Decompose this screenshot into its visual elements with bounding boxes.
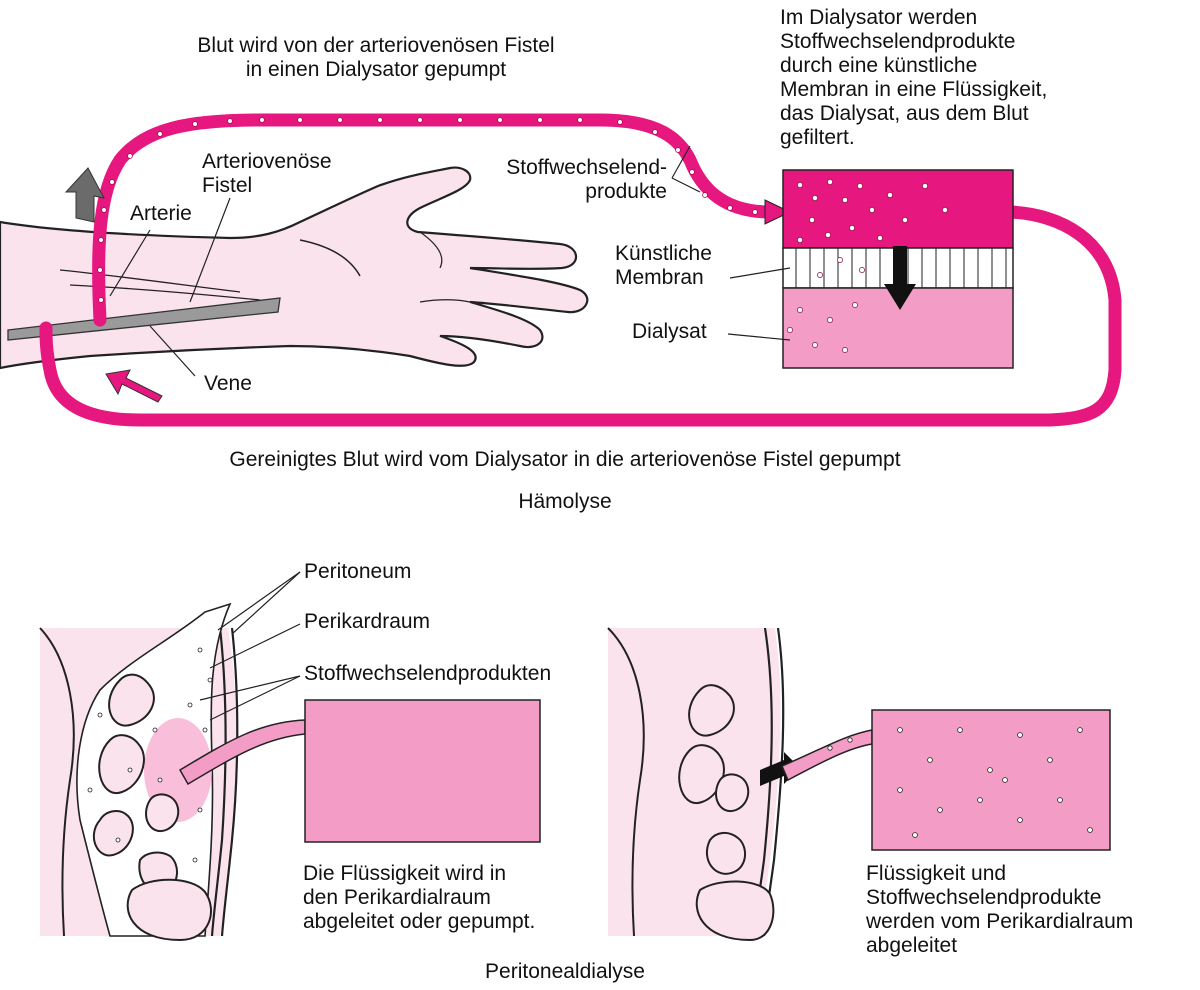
peritoneum-label: Peritoneum xyxy=(304,560,412,583)
body-section-right xyxy=(607,627,1111,942)
cavity-dots xyxy=(87,647,213,863)
intestine-loops-right xyxy=(678,684,750,875)
left-description: Die Flüssigkeit wird in den Perikardialr… xyxy=(303,862,536,933)
waste-particles xyxy=(787,179,948,353)
membrane-label: Künstliche Membran xyxy=(615,242,712,289)
fluid-bag-left xyxy=(304,699,541,843)
artery-label: Arterie xyxy=(130,202,192,225)
dialysate-label: Dialysat xyxy=(632,320,707,343)
bag-particles xyxy=(827,727,1093,838)
dialyzer xyxy=(782,169,1014,369)
waste-label: Stoffwechselendprodukten xyxy=(304,662,552,685)
pump-label-line2: in einen Dialysator gepumpt xyxy=(245,58,507,81)
vein-label: Vene xyxy=(204,372,252,395)
dialyzer-description: Im Dialysator werden Stoffwechselendprod… xyxy=(780,6,1048,149)
pericardium-label: Perikardraum xyxy=(304,610,431,633)
arm-and-hand xyxy=(0,166,589,370)
blood-chamber xyxy=(782,169,1014,249)
bladder-right xyxy=(695,880,775,942)
fluid-bag-right xyxy=(871,709,1111,851)
blood-particles xyxy=(97,117,758,303)
bladder xyxy=(126,878,212,942)
waste-products-label: Stoffwechselend- produkte xyxy=(506,156,667,203)
return-label: Gereinigtes Blut wird vom Dialysator in … xyxy=(229,448,901,471)
peritoneal-dialysis-caption: Peritonealdialyse xyxy=(485,960,645,983)
hemolysis-caption: Hämolyse xyxy=(518,490,612,513)
vein xyxy=(7,297,281,341)
flow-arrows xyxy=(64,167,163,403)
fistula-label: Arteriovenöse Fistel xyxy=(202,150,332,197)
pink-return-arrow xyxy=(105,369,163,403)
pump-label-line1: Blut wird von der arteriovenösen Fistel xyxy=(197,34,555,57)
catheter-right xyxy=(781,729,873,782)
gray-up-arrow xyxy=(64,167,105,223)
body-section-left xyxy=(39,602,541,942)
top-leader-lines xyxy=(109,145,791,377)
return-tube xyxy=(39,205,1122,427)
outflow-tube xyxy=(92,113,777,327)
pump-label: Blut wird von der arteriovenösen Fistel … xyxy=(196,34,556,82)
bottom-leader-lines xyxy=(199,571,301,721)
right-description: Flüssigkeit und Stoffwechselendprodukte … xyxy=(866,862,1134,957)
filtration-arrow xyxy=(884,246,916,310)
